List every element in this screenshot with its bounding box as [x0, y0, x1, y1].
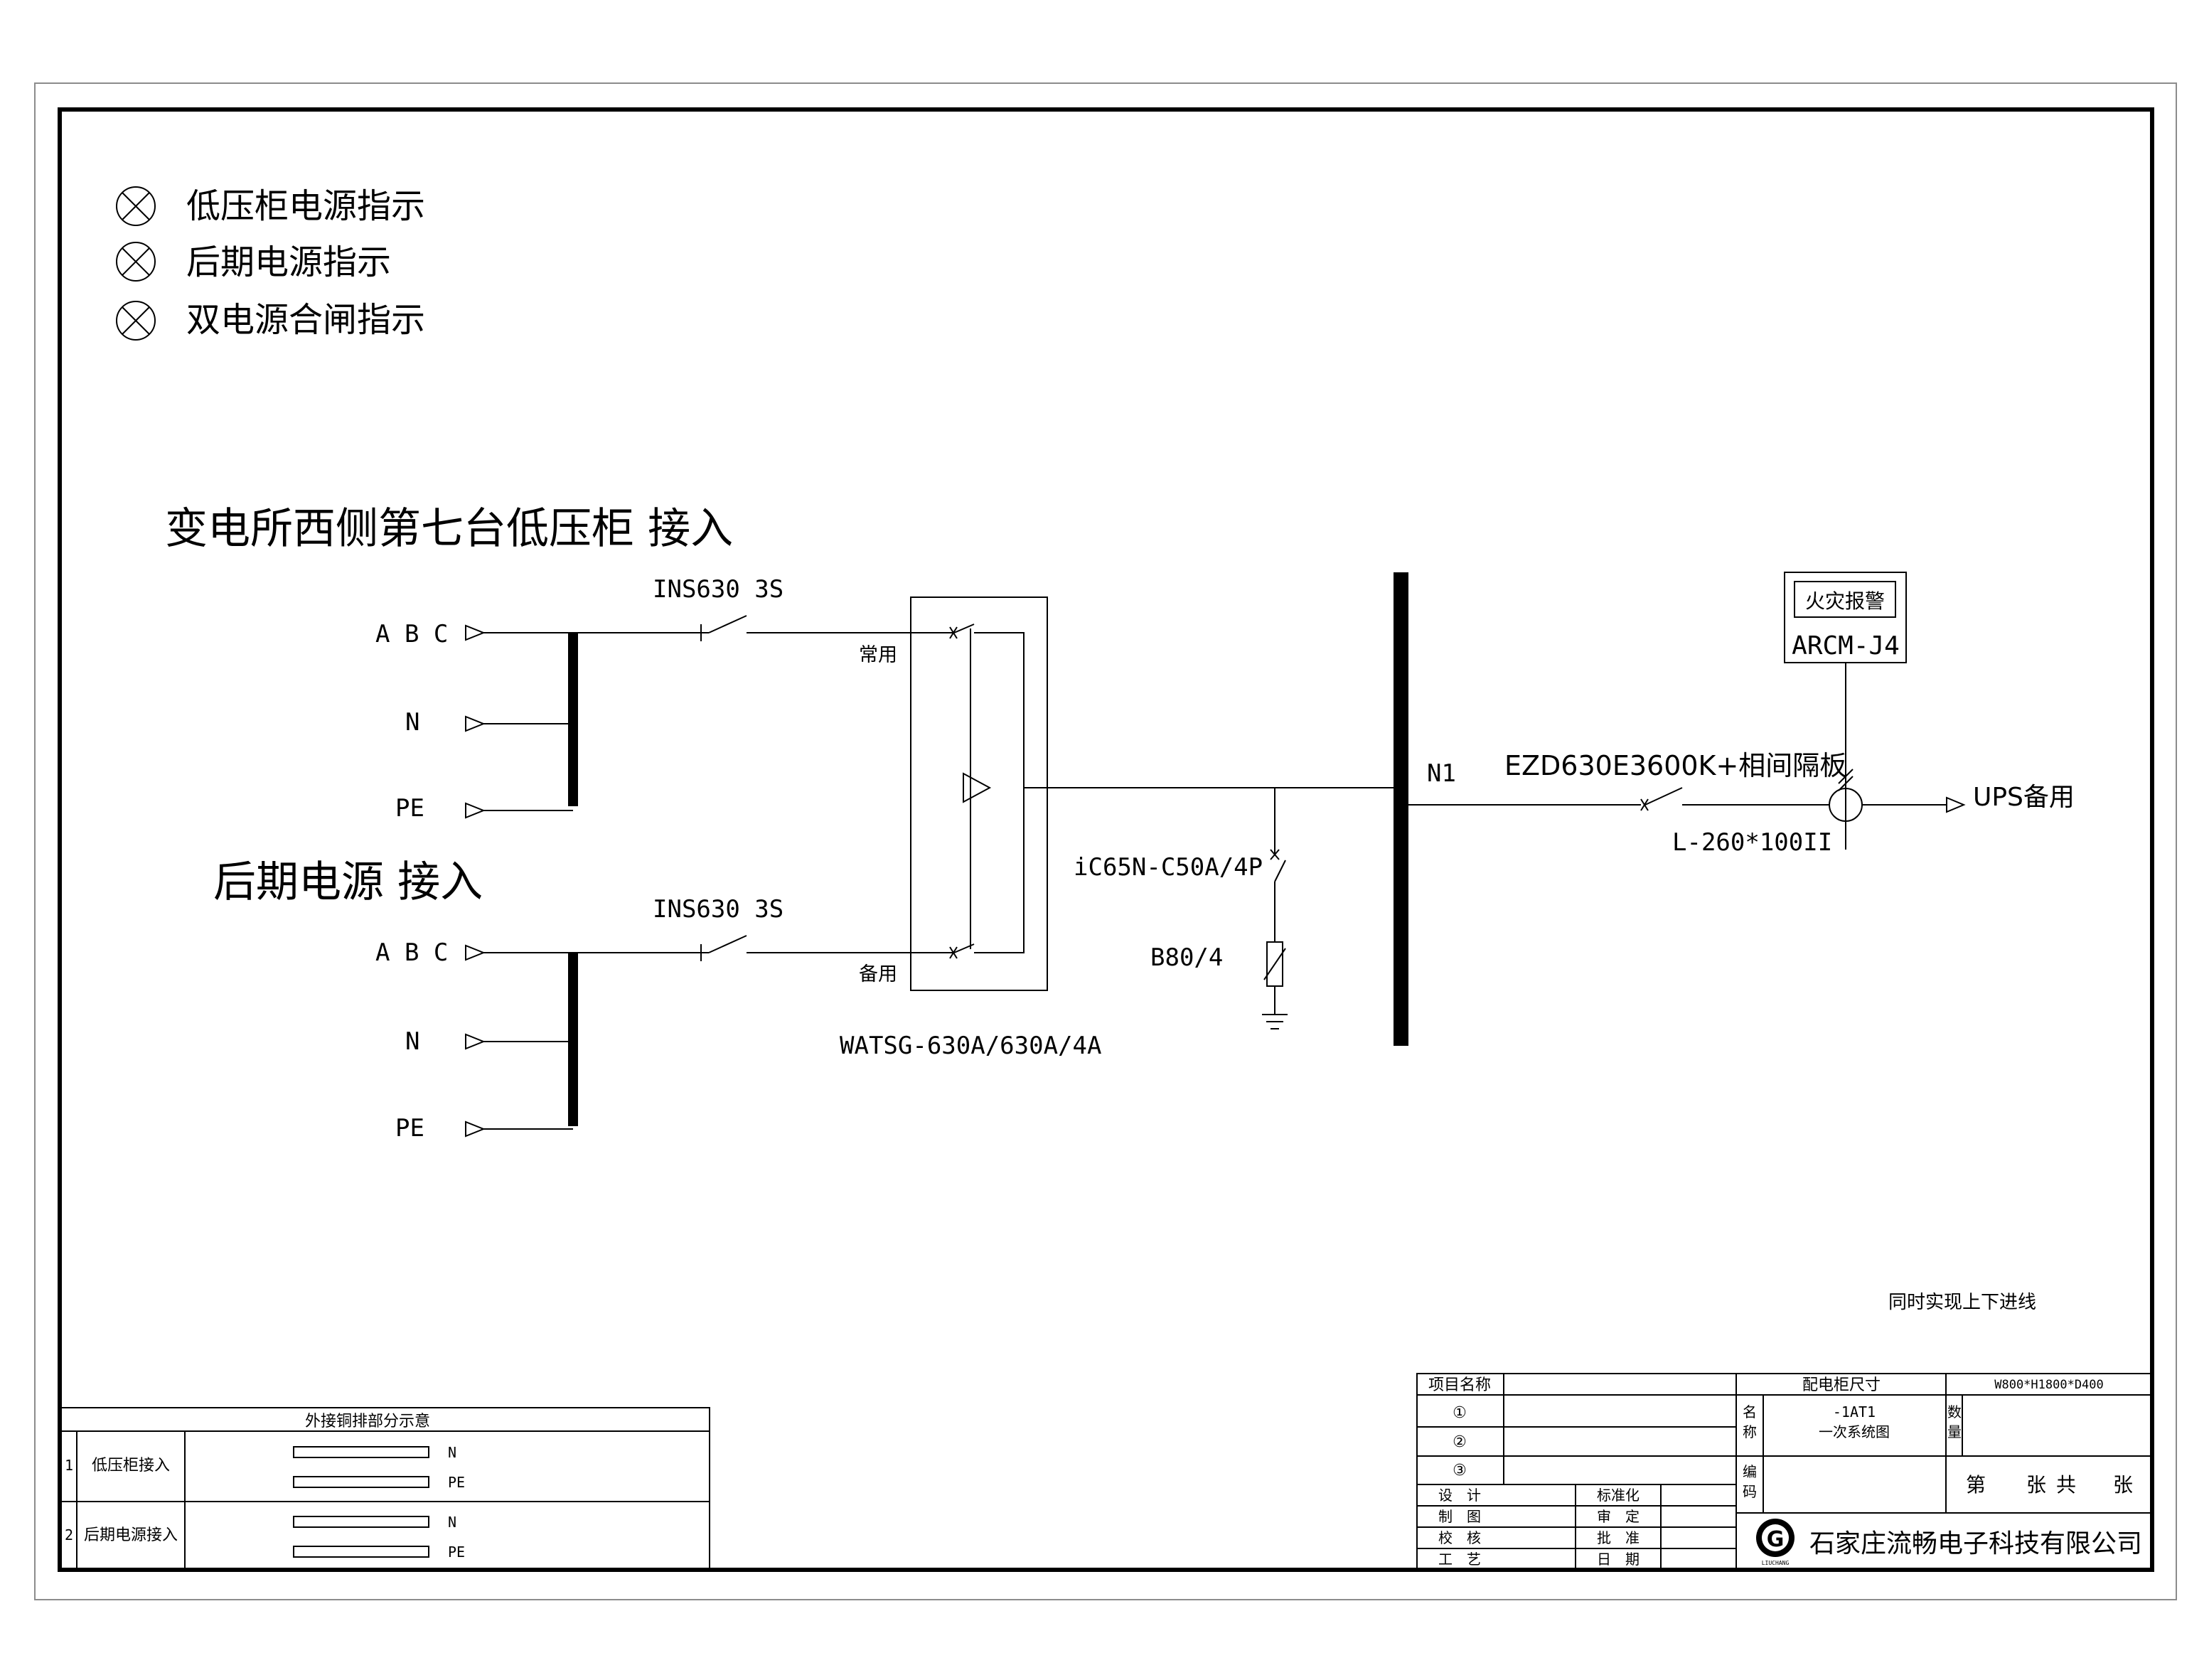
- copper-row-2-bar-1-label: N: [448, 1514, 456, 1531]
- cabinet-size-value: W800*H1800*D400: [1994, 1378, 2104, 1392]
- company-name: 石家庄流畅电子科技有限公司: [1809, 1529, 2142, 1558]
- main-incoming-title: 变电所西侧第七台低压柜 接入: [165, 504, 733, 554]
- legend-label-2: 后期电源指示: [186, 242, 391, 282]
- sheet-gong: 共: [2056, 1473, 2076, 1497]
- name-label-1: 名: [1743, 1403, 1757, 1420]
- main-breaker-label: INS630 3S: [653, 575, 783, 604]
- backup-incoming-circuit: A B C N PE INS630 3S: [375, 895, 954, 1143]
- spd-breaker-label: iC65N-C50A/4P: [1074, 853, 1263, 882]
- copper-row-1-name: 低压柜接入: [92, 1457, 170, 1475]
- copper-row-2-no: 2: [65, 1526, 73, 1543]
- copper-row-1-no: 1: [65, 1457, 73, 1474]
- backup-phase-pe-label: PE: [395, 1114, 424, 1143]
- fire-alarm-box: [1784, 572, 1907, 663]
- ats-box: [910, 596, 1048, 991]
- backup-n-terminal-icon: [465, 1033, 486, 1050]
- qty-label-2: 量: [1947, 1423, 1962, 1440]
- company-logo-letter: G: [1767, 1527, 1785, 1552]
- copper-bar-table: 外接铜排部分示意 1 低压柜接入 N PE 2 后期电源接入 N PE: [60, 1407, 710, 1571]
- legend-lamp-3-icon: [116, 301, 156, 341]
- ats-model-label: WATSG-630A/630A/4A: [840, 1032, 1101, 1060]
- name-label-2: 称: [1743, 1423, 1757, 1440]
- backup-phase-n-label: N: [405, 1027, 419, 1056]
- code-label-2: 码: [1743, 1483, 1757, 1500]
- outgoing-circuit: 火灾报警 ARCM-J4 EZD630E3600K+相间隔板 L-260*100…: [1408, 572, 2075, 857]
- sheet-zhang-2: 张: [2113, 1473, 2133, 1497]
- company-logo-sub: LIUCHANG: [1762, 1560, 1790, 1566]
- cable-label: L-260*100II: [1672, 828, 1832, 857]
- ats-mechanism-icon: [963, 772, 992, 803]
- title-block: [1416, 1373, 2153, 1571]
- fire-alarm-inner-box: [1794, 581, 1896, 618]
- legend: 低压柜电源指示 后期电源指示 双电源合闸指示: [116, 186, 425, 341]
- main-phase-abc-label: A B C: [375, 620, 448, 648]
- copper-row-2-bar-2: [293, 1546, 429, 1558]
- main-phase-pe-label: PE: [395, 794, 424, 823]
- backup-incoming-busbar: [568, 953, 578, 1126]
- rev-1: ①: [1453, 1404, 1467, 1422]
- spd-model-label: B80/4: [1150, 943, 1223, 972]
- backup-phase-abc-label: A B C: [375, 938, 448, 967]
- copper-row-2-bar-2-label: PE: [448, 1543, 465, 1561]
- name-value-2: 一次系统图: [1819, 1423, 1890, 1440]
- drawing-label: 制 图: [1438, 1508, 1481, 1525]
- copper-row-1-bar-1: [293, 1446, 429, 1458]
- title-block-text: 项目名称 ① ② ③ 设 计 制 图 校 核 工 艺 标准化 审 定 批 准 日…: [1428, 1376, 2142, 1568]
- design-label: 设 计: [1438, 1487, 1481, 1504]
- ats-switch: 常用 备用 WATSG-630A/630A/4A: [840, 596, 1403, 1060]
- approve-label: 批 准: [1597, 1529, 1640, 1546]
- main-incoming-busbar: [568, 633, 578, 806]
- main-pe-terminal-icon: [465, 802, 486, 819]
- rev-3: ③: [1453, 1462, 1467, 1480]
- main-n-terminal-icon: [465, 715, 486, 732]
- company-logo-icon: G LIUCHANG: [1756, 1519, 1795, 1566]
- spd-branch: iC65N-C50A/4P B80/4: [1074, 788, 1288, 1029]
- backup-breaker-label: INS630 3S: [653, 895, 783, 924]
- legend-lamp-1-icon: [116, 186, 156, 226]
- rev-2: ②: [1453, 1433, 1467, 1451]
- name-value-1: -1AT1: [1833, 1403, 1876, 1420]
- copper-row-1-bar-2: [293, 1476, 429, 1488]
- copper-table-title: 外接铜排部分示意: [305, 1413, 430, 1430]
- copper-row-1-bar-1-label: N: [448, 1444, 456, 1461]
- outgoing-destination-label: UPS备用: [1973, 783, 2075, 812]
- busbar-label: N1: [1427, 759, 1456, 788]
- code-label-1: 编: [1743, 1463, 1757, 1480]
- outer-frame: [34, 82, 2177, 1600]
- legend-lamp-2-icon: [116, 242, 156, 282]
- qty-label-1: 数: [1947, 1403, 1962, 1420]
- main-incoming-circuit: A B C N PE INS630 3S: [375, 575, 954, 823]
- review-label: 审 定: [1597, 1508, 1640, 1525]
- main-phase-n-label: N: [405, 708, 419, 737]
- craft-label: 工 艺: [1438, 1551, 1481, 1568]
- backup-pe-terminal-icon: [465, 1120, 486, 1138]
- outgoing-terminal-icon: [1946, 796, 1966, 813]
- copper-row-2-bar-1: [293, 1516, 429, 1528]
- legend-label-3: 双电源合闸指示: [186, 300, 425, 340]
- inner-frame: [58, 107, 2154, 1572]
- backup-abc-terminal-icon: [465, 944, 486, 961]
- project-name-label: 项目名称: [1428, 1376, 1491, 1394]
- copper-row-2-name: 后期电源接入: [84, 1526, 178, 1544]
- note-text: 同时实现上下进线: [1888, 1292, 2036, 1313]
- check-label: 校 核: [1438, 1529, 1481, 1546]
- cabinet-size-label: 配电柜尺寸: [1802, 1376, 1881, 1394]
- backup-incoming-title: 后期电源 接入: [213, 857, 483, 907]
- sheet-zhang-1: 张: [2026, 1473, 2046, 1497]
- standard-label: 标准化: [1597, 1487, 1640, 1504]
- date-label: 日 期: [1597, 1551, 1640, 1568]
- ats-standby-label: 备用: [859, 963, 897, 985]
- legend-label-1: 低压柜电源指示: [186, 186, 425, 226]
- main-busbar: [1394, 572, 1408, 1046]
- outgoing-breaker-label: EZD630E3600K+相间隔板: [1504, 750, 1846, 781]
- copper-row-1-bar-2-label: PE: [448, 1474, 465, 1491]
- main-abc-terminal-icon: [465, 624, 486, 641]
- sheet-di: 第: [1966, 1473, 1986, 1497]
- fire-alarm-label: 火灾报警: [1805, 589, 1885, 613]
- arcm-label: ARCM-J4: [1792, 631, 1900, 660]
- ats-normal-label: 常用: [859, 644, 897, 666]
